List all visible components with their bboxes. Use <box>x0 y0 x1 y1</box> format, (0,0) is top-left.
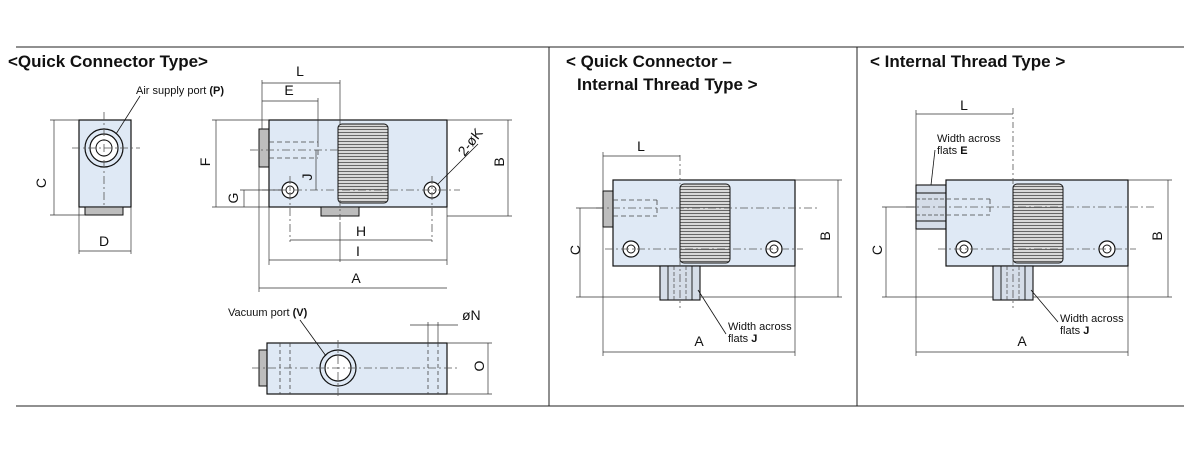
dim-C: C <box>33 178 49 188</box>
width-across-flats-J-label-2: Width across <box>1060 313 1124 325</box>
dim-B: B <box>491 157 507 166</box>
dim-B-3: B <box>1149 231 1165 240</box>
section-internal-thread <box>882 108 1172 356</box>
flats-J-label-2: flats J <box>1060 325 1089 337</box>
width-across-flats-E-label: Width across <box>937 133 1001 145</box>
side-view <box>50 95 141 254</box>
vacuum-port-label: Vacuum port (V) <box>228 307 308 319</box>
dim-D: D <box>99 233 109 249</box>
dim-L-2: L <box>637 138 645 154</box>
dim-A: A <box>351 270 361 286</box>
section-title-quick-connector-internal-line2: Internal Thread Type > <box>577 75 758 94</box>
dim-G: G <box>225 193 241 204</box>
dim-B-2: B <box>817 231 833 240</box>
section-title-quick-connector: <Quick Connector Type> <box>8 52 208 71</box>
section-title-quick-connector-internal-line1: < Quick Connector – <box>566 52 732 71</box>
section-quick-connector-internal-thread <box>576 152 842 356</box>
flats-J-label-1: flats J <box>728 333 757 345</box>
dim-A-3: A <box>1017 333 1027 349</box>
air-supply-port-label: Air supply port (P) <box>136 85 224 97</box>
bottom-view <box>252 319 492 398</box>
dim-J: J <box>299 174 315 181</box>
dim-I: I <box>356 243 360 259</box>
section-title-internal-thread: < Internal Thread Type > <box>870 52 1066 71</box>
front-view <box>212 80 512 292</box>
dim-C-2: C <box>567 245 583 255</box>
dim-L: L <box>296 63 304 79</box>
width-across-flats-J-label-1: Width across <box>728 321 792 333</box>
dim-H: H <box>356 223 366 239</box>
dim-A-2: A <box>694 333 704 349</box>
dim-O: O <box>471 360 487 371</box>
dim-L-3: L <box>960 97 968 113</box>
dim-K: 2-øK <box>454 125 486 159</box>
section-quick-connector: Air supply port (P) C D <box>33 63 512 398</box>
dim-F: F <box>197 158 213 167</box>
frame <box>16 46 1184 407</box>
dim-N: øN <box>462 307 481 323</box>
dim-C-3: C <box>869 245 885 255</box>
dim-E: E <box>284 82 293 98</box>
flats-E-label: flats E <box>937 145 968 157</box>
